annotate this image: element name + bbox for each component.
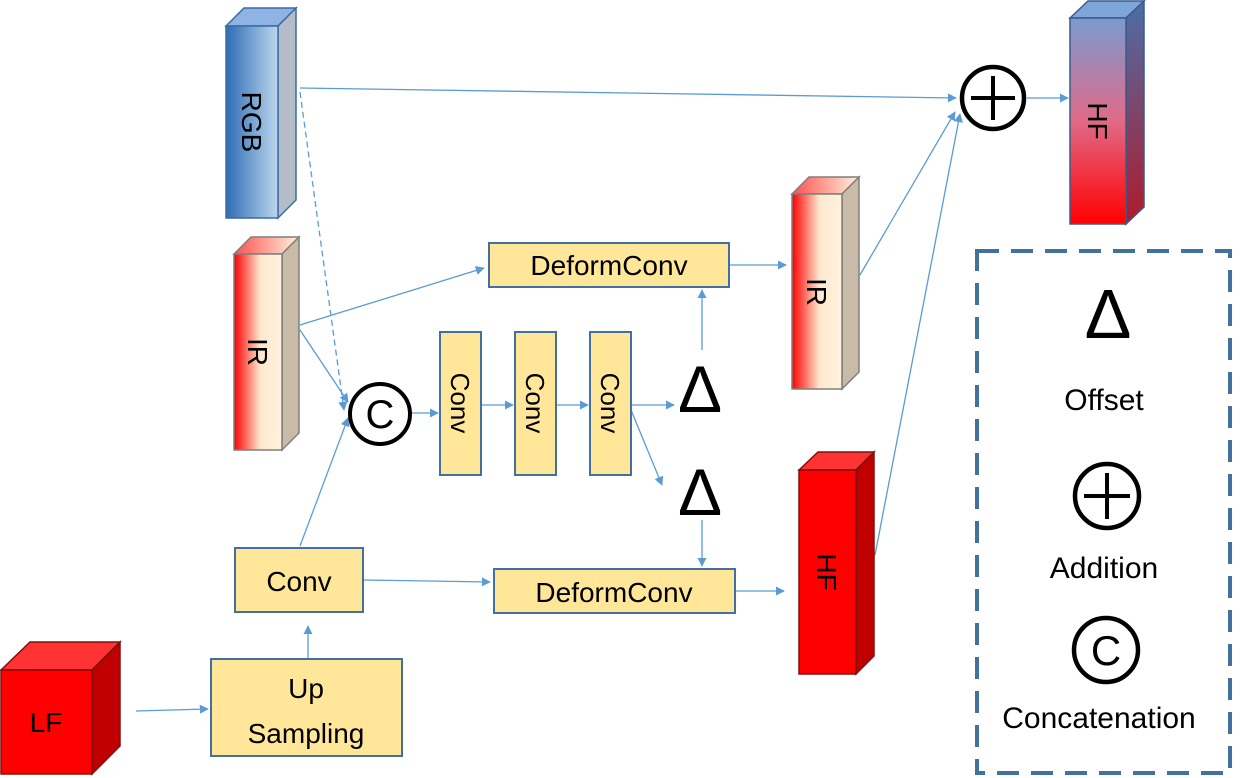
legend-concat-icon bbox=[1071, 615, 1141, 685]
conv1-label: Conv bbox=[445, 373, 475, 434]
concat-icon: C bbox=[366, 393, 395, 437]
ir-input-cube: IR bbox=[232, 235, 301, 452]
addition-symbol bbox=[959, 64, 1027, 132]
conv3-label: Conv bbox=[595, 373, 625, 434]
deformconv-top-label: DeformConv bbox=[530, 250, 687, 281]
delta-icon-2: Δ bbox=[678, 455, 722, 529]
arrow-ir-to-deform-top bbox=[299, 266, 485, 326]
arrow-hf-to-plus bbox=[874, 113, 963, 556]
ir-output-label: IR bbox=[801, 278, 832, 306]
arrow-ir-to-plus bbox=[859, 111, 956, 276]
arrow-ir-to-concat bbox=[299, 329, 349, 403]
conv-lf-label: Conv bbox=[266, 566, 331, 597]
delta-icon-1: Δ bbox=[678, 352, 722, 426]
conv2-label: Conv bbox=[520, 373, 550, 434]
legend-delta-icon: Δ bbox=[1085, 275, 1132, 353]
arrow-rgb-to-concat-dashed bbox=[299, 91, 348, 411]
arrow-lf-to-upsampling bbox=[135, 704, 209, 714]
ir-output-cube: IR bbox=[790, 175, 861, 391]
deformconv-bottom-label: DeformConv bbox=[535, 577, 692, 608]
hf-mid-cube: HF bbox=[797, 450, 876, 676]
hf-output-cube: HF bbox=[1068, 0, 1146, 226]
conv-lf-box: Conv bbox=[234, 547, 364, 613]
conv3-box: Conv bbox=[589, 331, 632, 476]
conv2-box: Conv bbox=[514, 331, 557, 476]
legend-concatenation-label: Concatenation bbox=[1002, 702, 1195, 735]
upsampling-label-line2: Sampling bbox=[248, 718, 365, 749]
arrow-rgb-to-plus bbox=[299, 87, 957, 103]
deformconv-top-box: DeformConv bbox=[488, 242, 730, 288]
arrow-conv-to-deform-bottom bbox=[362, 577, 491, 587]
upsampling-box: Up Sampling bbox=[210, 658, 403, 757]
arrow-conv3-to-delta2 bbox=[630, 409, 664, 486]
lf-cube: LF bbox=[0, 640, 122, 776]
concat-symbol: C bbox=[348, 382, 412, 446]
deformconv-bottom-box: DeformConv bbox=[493, 568, 736, 614]
legend-offset-label: Offset bbox=[1064, 384, 1144, 417]
rgb-label: RGB bbox=[236, 92, 267, 153]
legend-concat-letter: C bbox=[1091, 627, 1121, 674]
legend-addition-label: Addition bbox=[1050, 552, 1158, 585]
legend: Δ Offset Addition C Concatenation bbox=[975, 249, 1232, 775]
hf-output-label: HF bbox=[1082, 102, 1113, 139]
arrow-conv-to-concat bbox=[299, 417, 350, 547]
connectors bbox=[135, 87, 1069, 714]
ir-input-label: IR bbox=[242, 338, 273, 366]
upsampling-label-line1: Up bbox=[288, 673, 324, 704]
rgb-cube: RGB bbox=[224, 6, 298, 220]
conv1-box: Conv bbox=[439, 331, 482, 476]
lf-label: LF bbox=[30, 707, 63, 738]
hf-mid-label: HF bbox=[811, 553, 842, 590]
